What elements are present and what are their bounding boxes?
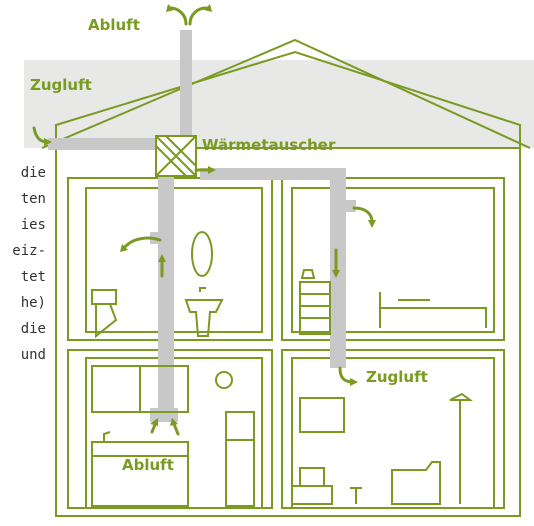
side-text-line: tet [4, 264, 46, 290]
side-text-line: und [4, 342, 46, 368]
heat-exchanger [156, 136, 196, 176]
side-text-line: he) [4, 290, 46, 316]
label-abluft-top: Abluft [88, 16, 140, 34]
label-waermetauscher: Wärmetauscher [202, 136, 335, 154]
side-text-line: eiz- [4, 238, 46, 264]
side-text-column: die ten ies eiz- tet he) die und [4, 160, 46, 368]
side-text-line: ies [4, 212, 46, 238]
side-text-line: die [4, 160, 46, 186]
label-zugluft-right: Zugluft [366, 368, 428, 386]
label-zugluft-left: Zugluft [30, 76, 92, 94]
side-text-line: ten [4, 186, 46, 212]
side-text-line: die [4, 316, 46, 342]
label-abluft-kitchen: Abluft [122, 456, 174, 474]
living-room-furniture [292, 394, 470, 504]
bedroom-furniture [300, 270, 486, 334]
bathroom-fixtures [92, 232, 222, 336]
